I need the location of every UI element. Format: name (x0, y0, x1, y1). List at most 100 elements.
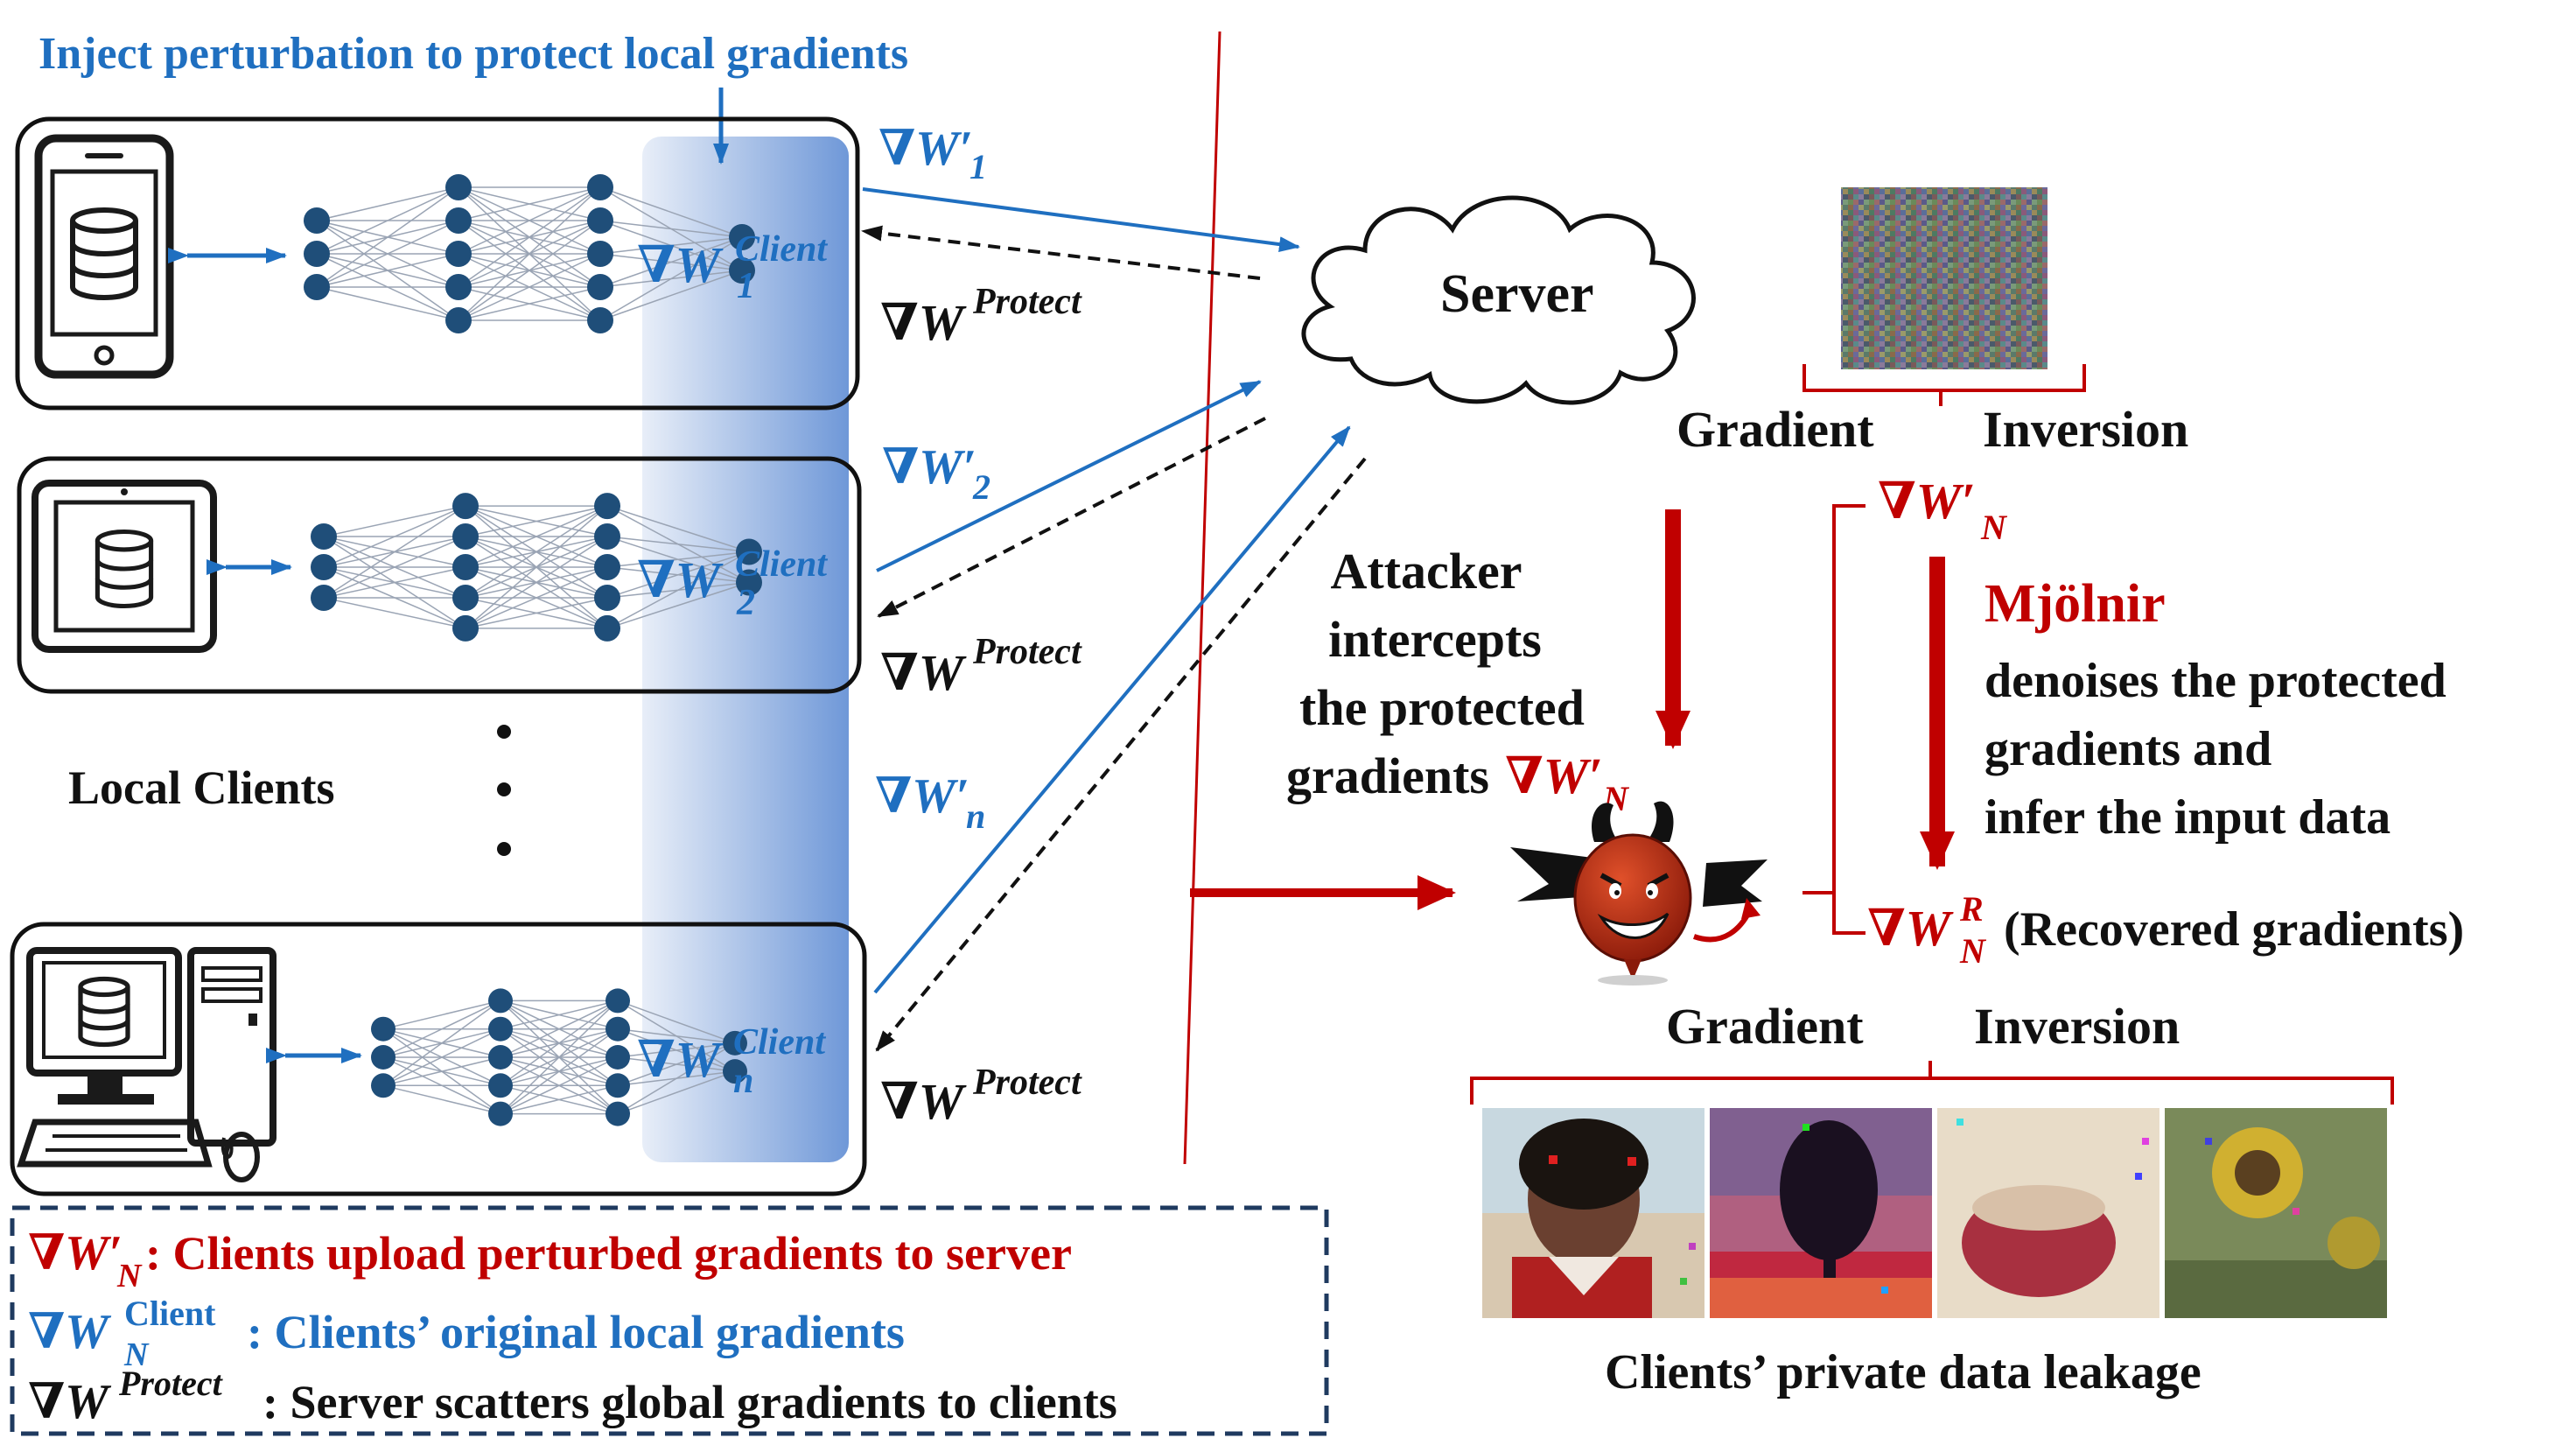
svg-text:∇W: ∇W (880, 1073, 967, 1130)
nn-edge (617, 1070, 736, 1115)
svg-text:∇W′: ∇W′ (28, 1226, 122, 1280)
nn-node (594, 493, 620, 520)
nn-node (606, 1101, 630, 1126)
nn-node (452, 554, 479, 580)
nn-edge (617, 1042, 736, 1087)
nn-node (311, 523, 337, 551)
inversion-brace-bottom (1470, 1061, 2394, 1105)
nn-node (587, 207, 613, 234)
nn-edge (465, 505, 608, 568)
nn-node (587, 241, 613, 267)
client-gradient-label-1: ∇W Client 1 (637, 229, 828, 306)
attacker-line-4: gradients (1286, 747, 1489, 804)
svg-text:n: n (966, 796, 985, 836)
svg-text:Protect: Protect (972, 1063, 1082, 1103)
neural-network-1 (304, 174, 755, 333)
mjolnir-desc-2: gradients and (1984, 722, 2272, 776)
smartphone-icon (34, 134, 174, 379)
nn-edge (323, 597, 466, 629)
svg-text:n: n (733, 1061, 753, 1101)
svg-text:N: N (116, 1258, 143, 1294)
svg-text:∇W: ∇W (1867, 900, 1954, 957)
nn-edge (458, 186, 601, 321)
nn-node (304, 274, 330, 300)
nn-edge (599, 220, 743, 238)
svg-text:∇W′: ∇W′ (878, 122, 973, 176)
desktop-computer-icon (17, 947, 276, 1182)
nn-node (311, 554, 337, 580)
nn-edge (382, 1056, 501, 1087)
nn-edge (382, 1000, 501, 1086)
tree-sunset-image (1710, 1108, 1932, 1318)
svg-text:∇W′: ∇W′ (875, 769, 970, 824)
nn-edge (599, 186, 743, 238)
legend-row-3: ∇W Protect : Server scatters global grad… (28, 1364, 1117, 1429)
nn-edge (617, 1042, 736, 1115)
upload-label-n: ∇W′ n (875, 769, 985, 836)
nn-node (304, 241, 330, 267)
upload-arrow-2 (876, 380, 1262, 572)
svg-text:Protect: Protect (972, 632, 1082, 672)
svg-text:N: N (1980, 508, 2008, 547)
nn-edge (458, 186, 601, 255)
nn-edge (316, 186, 459, 255)
nn-edge (500, 1028, 619, 1115)
nn-edge (617, 1042, 736, 1058)
nn-node (445, 307, 472, 333)
nn-node (304, 207, 330, 234)
nn-node (452, 523, 479, 551)
noisy-reconstruction-image (1841, 187, 2048, 369)
protect-label-n: ∇W Protect (880, 1063, 1082, 1130)
svg-text:(Recovered gradients): (Recovered gradients) (2004, 902, 2464, 957)
nn-node (736, 538, 762, 565)
nn-edge (599, 236, 743, 255)
svg-text:∇W′: ∇W′ (1505, 747, 1603, 804)
nn-node (594, 523, 620, 551)
nn-node (594, 584, 620, 611)
nn-node (452, 493, 479, 520)
nn-edge (323, 505, 466, 599)
mjolnir-desc-3: infer the input data (1984, 790, 2390, 845)
attacker-line-3: the protected (1299, 679, 1585, 736)
nn-edge (382, 1000, 501, 1058)
svg-text:Protect: Protect (118, 1364, 224, 1403)
nn-node (606, 1073, 630, 1098)
mjolnir-title: Mjölnir (1984, 574, 2166, 634)
client-gradient-label-n: ∇W Client n (637, 1022, 826, 1101)
nn-edge (316, 220, 459, 288)
svg-text:: Clients upload perturbed gra: : Clients upload perturbed gradients to … (145, 1227, 1072, 1280)
nn-node (445, 274, 472, 300)
nn-edge (500, 1000, 619, 1030)
nn-node (587, 274, 613, 300)
client-box-2 (17, 456, 862, 694)
neural-network-2 (311, 493, 762, 642)
trust-boundary-line (1183, 31, 1222, 1165)
svg-text:∇W: ∇W (637, 1031, 724, 1088)
nn-node (445, 174, 472, 200)
nn-node (606, 1045, 630, 1070)
protect-arrow-n (875, 457, 1367, 1052)
nn-node (729, 224, 755, 250)
nn-node (488, 1101, 513, 1126)
nn-edge (316, 186, 459, 288)
nn-edge (465, 536, 608, 629)
mjolnir-desc-1: denoises the protected (1984, 654, 2446, 708)
nn-edge (323, 566, 466, 599)
mjolnir-bracket (1802, 504, 1866, 935)
svg-text:Protect: Protect (972, 282, 1082, 322)
local-clients-label: Local Clients (68, 761, 335, 814)
legend-row-2: ∇W Client N : Clients’ original local gr… (28, 1294, 905, 1373)
legend-row-1: ∇W′ N : Clients upload perturbed gradien… (28, 1226, 1072, 1294)
server-cloud: Server (1301, 195, 1696, 405)
nn-edge (458, 286, 601, 321)
svg-text:N: N (123, 1336, 150, 1373)
nn-edge (617, 1028, 736, 1044)
nn-node (587, 307, 613, 333)
svg-text:1: 1 (970, 147, 987, 186)
nn-node (311, 584, 337, 611)
upload-label-1: ∇W′ 1 (878, 122, 987, 186)
nn-node (488, 1045, 513, 1070)
inject-perturbation-label: Inject perturbation to protect local gra… (38, 29, 908, 79)
